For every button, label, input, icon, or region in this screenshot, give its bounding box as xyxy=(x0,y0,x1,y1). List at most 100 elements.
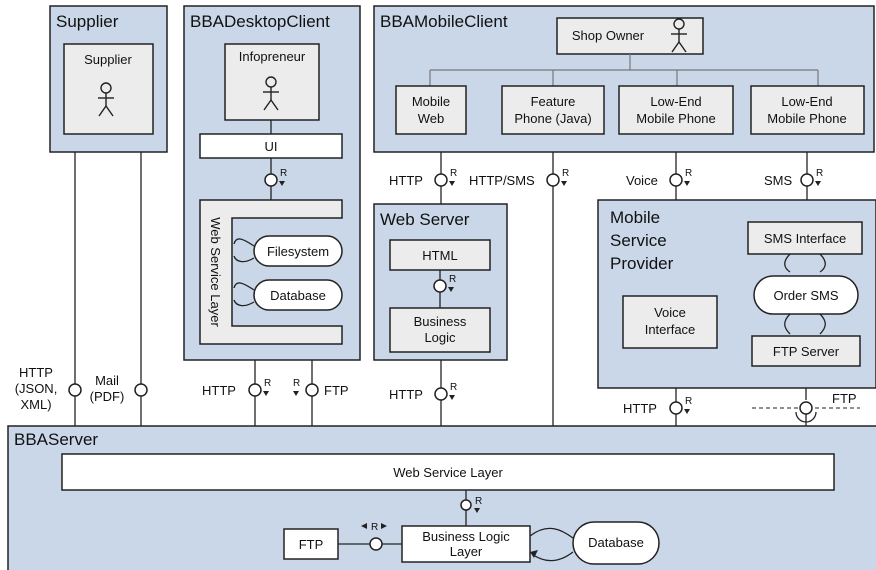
server-ftp-box xyxy=(283,528,339,560)
interface-lollipop xyxy=(248,383,262,397)
request-arrow-icon xyxy=(474,508,480,513)
request-arrow-icon xyxy=(263,391,269,396)
request-arrow-icon xyxy=(449,181,455,186)
msp-title-line2: Service xyxy=(610,231,667,250)
r-label: R xyxy=(562,168,569,179)
wire xyxy=(784,313,826,335)
voice-interface-line2: Interface xyxy=(645,322,696,337)
request-arrow-icon xyxy=(684,181,690,186)
server-business-logic-box xyxy=(401,525,531,563)
interface-lollipop xyxy=(68,383,82,397)
request-arrow-icon xyxy=(561,181,567,186)
request-arrow-icon xyxy=(815,181,821,186)
interface-lollipop xyxy=(369,537,383,551)
server-bl-line1: Business Logic xyxy=(422,529,510,544)
mobile-web-box xyxy=(395,85,467,135)
feature-phone-box xyxy=(501,85,605,135)
lowend1-line1: Low-End xyxy=(650,94,701,109)
lowend-phone-box-2 xyxy=(750,85,865,135)
client-database-node xyxy=(253,279,343,311)
html-label: HTML xyxy=(422,248,457,263)
server-web-service-layer-label: Web Service Layer xyxy=(393,465,503,480)
interface-lollipop xyxy=(434,173,448,187)
interface-lollipop xyxy=(546,173,560,187)
interface-lollipop xyxy=(264,173,278,187)
r-label: R xyxy=(475,496,482,507)
r-label: R xyxy=(685,396,692,407)
server-database xyxy=(572,521,660,565)
request-arrow-left-icon xyxy=(361,523,367,529)
supplier-http-label-2: (JSON, xyxy=(15,381,58,396)
sms-interface-label: SMS Interface xyxy=(764,231,846,246)
lowend-phone-box-1 xyxy=(618,85,734,135)
business-logic-line2: Logic xyxy=(424,330,456,345)
mobile-web-line1: Mobile xyxy=(412,94,450,109)
order-sms-label: Order SMS xyxy=(773,288,838,303)
supplier-http-label-1: HTTP xyxy=(19,365,53,380)
infopreneur-actor-box xyxy=(224,43,320,121)
lowend2-line1: Low-End xyxy=(781,94,832,109)
client-ws-layer-label: Web Service Layer xyxy=(208,217,223,327)
msp-title-line1: Mobile xyxy=(610,208,660,227)
interface-lollipop xyxy=(799,401,813,415)
r-label: R xyxy=(685,168,692,179)
r-label: R xyxy=(816,168,823,179)
voice-interface-box xyxy=(622,295,718,349)
client-database-label: Database xyxy=(270,288,326,303)
request-arrow-right-icon xyxy=(381,523,387,529)
filesystem-node xyxy=(253,235,343,267)
supplier-mail-label-1: Mail xyxy=(95,373,119,388)
feature-phone-line1: Feature xyxy=(531,94,576,109)
r-label: R xyxy=(450,168,457,179)
supplier-http-label-3: XML) xyxy=(20,397,51,412)
wire xyxy=(529,527,574,539)
interface-lollipop xyxy=(305,383,319,397)
sms-interface-box xyxy=(747,221,863,255)
r-label: R xyxy=(450,382,457,393)
lowend2-line2: Mobile Phone xyxy=(767,111,847,126)
server-web-service-layer xyxy=(61,453,835,491)
voice-label: Voice xyxy=(626,173,658,188)
lowend1-line2: Mobile Phone xyxy=(636,111,716,126)
mobile-client-title: BBAMobileClient xyxy=(380,12,508,31)
request-arrow-icon xyxy=(279,181,285,186)
interface-lollipop xyxy=(434,387,448,401)
interface-lollipop xyxy=(800,173,814,187)
supplier-mail-label-2: (PDF) xyxy=(90,389,125,404)
ftp-server-label: FTP Server xyxy=(773,344,840,359)
wire xyxy=(531,551,574,562)
html-box xyxy=(389,239,491,271)
desktop-ftp-label: FTP xyxy=(324,383,349,398)
wire xyxy=(784,253,826,273)
msp-title-line3: Provider xyxy=(610,254,674,273)
desktop-http-label: HTTP xyxy=(202,383,236,398)
interface-lollipop xyxy=(433,279,447,293)
client-web-service-layer xyxy=(199,199,343,345)
server-ftp-label: FTP xyxy=(299,537,324,552)
bbaserver-title: BBAServer xyxy=(14,430,98,449)
request-arrow-icon xyxy=(448,287,454,292)
request-arrow-icon xyxy=(449,395,455,400)
interface-lollipop xyxy=(134,383,148,397)
webserver-http-label: HTTP xyxy=(389,387,423,402)
interface-lollipop xyxy=(460,499,472,511)
infopreneur-label: Infopreneur xyxy=(239,49,306,64)
business-logic-line1: Business xyxy=(414,314,467,329)
desktop-client-title: BBADesktopClient xyxy=(190,12,330,31)
ftp-server-box xyxy=(751,335,861,367)
wire xyxy=(233,238,255,263)
r-label: R xyxy=(280,168,287,179)
mobile-http-label: HTTP xyxy=(389,173,423,188)
sms-label: SMS xyxy=(764,173,793,188)
interface-lollipop xyxy=(669,173,683,187)
r-label: R xyxy=(293,378,300,389)
feature-phone-line2: Phone (Java) xyxy=(514,111,591,126)
supplier-title: Supplier xyxy=(56,12,119,31)
interface-lollipop xyxy=(669,401,683,415)
order-sms-node xyxy=(753,275,859,315)
mobile-web-line2: Web xyxy=(418,111,445,126)
request-arrow-icon xyxy=(293,391,299,396)
r-label: R xyxy=(371,522,378,533)
supplier-actor-label: Supplier xyxy=(84,52,132,67)
